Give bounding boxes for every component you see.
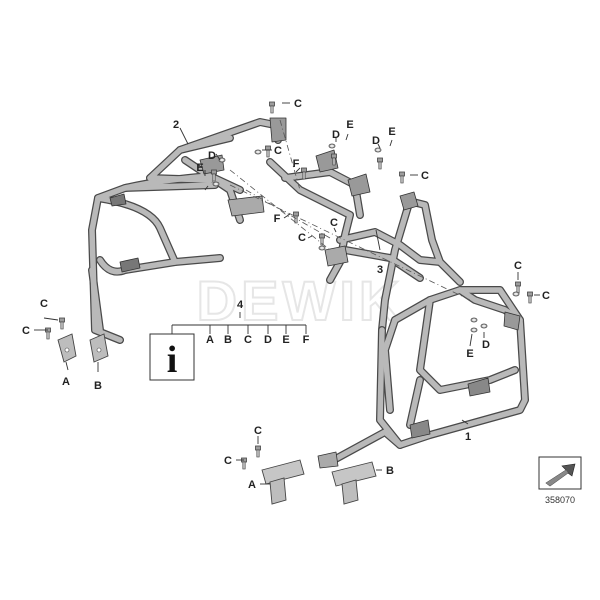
label-C-right-top: C <box>421 170 429 182</box>
label-A-bottom: A <box>248 479 256 491</box>
label-part-2: 2 <box>173 119 179 131</box>
label-part-4: 4 <box>237 299 244 311</box>
bracket-B-left <box>89 333 109 363</box>
info-item-C: C <box>244 334 252 346</box>
bracket-B-lower <box>331 461 377 505</box>
watermark-text: DEWIK <box>197 269 404 332</box>
info-item-D: D <box>264 334 272 346</box>
label-C-center-top: C <box>330 217 338 229</box>
callout-labels: 2 3 4 1 C C D E D E D E F F C C C C C E … <box>22 98 550 491</box>
label-E-right: E <box>388 126 395 138</box>
label-D-right: D <box>372 135 380 147</box>
reference-number: 358070 <box>545 495 575 505</box>
label-C-far-right-top: C <box>514 260 522 272</box>
label-E-right-lower: E <box>466 348 473 360</box>
label-part-1: 1 <box>465 431 471 443</box>
label-D-mid: D <box>332 129 340 141</box>
label-E-mid: E <box>346 119 353 131</box>
label-A-left: A <box>62 376 70 388</box>
label-C-bottom-top: C <box>254 425 262 437</box>
label-F-upper: F <box>293 158 300 170</box>
label-D-right-lower: D <box>482 339 490 351</box>
label-C-left-top: C <box>40 298 48 310</box>
bracket-A-lower <box>261 459 305 505</box>
info-list: A B C D E F <box>206 334 310 346</box>
info-item-E: E <box>282 334 289 346</box>
label-F-lower: F <box>274 213 281 225</box>
label-C-far-right: C <box>542 290 550 302</box>
bracket-A-left <box>57 333 77 363</box>
info-item-B: B <box>224 334 232 346</box>
label-B-left: B <box>94 380 102 392</box>
label-C-bottom-left: C <box>224 455 232 467</box>
info-item-F: F <box>303 334 310 346</box>
reference-lines <box>229 119 471 301</box>
leader-lines <box>34 102 540 485</box>
label-part-3: 3 <box>377 264 383 276</box>
direction-symbol <box>538 456 582 490</box>
label-B-bottom: B <box>386 465 394 477</box>
info-box: i <box>149 333 195 381</box>
label-C-upper-left: C <box>274 145 282 157</box>
bracket-part-3 <box>266 149 464 334</box>
label-C-left: C <box>22 325 30 337</box>
label-E-left: E <box>196 162 203 174</box>
label-C-top: C <box>294 98 302 110</box>
info-item-A: A <box>206 334 214 346</box>
frame-part-1 <box>317 286 529 469</box>
label-D-left: D <box>208 150 216 162</box>
frame-part-2 <box>88 117 287 344</box>
info-glyph: i <box>167 339 178 381</box>
label-C-center: C <box>298 232 306 244</box>
